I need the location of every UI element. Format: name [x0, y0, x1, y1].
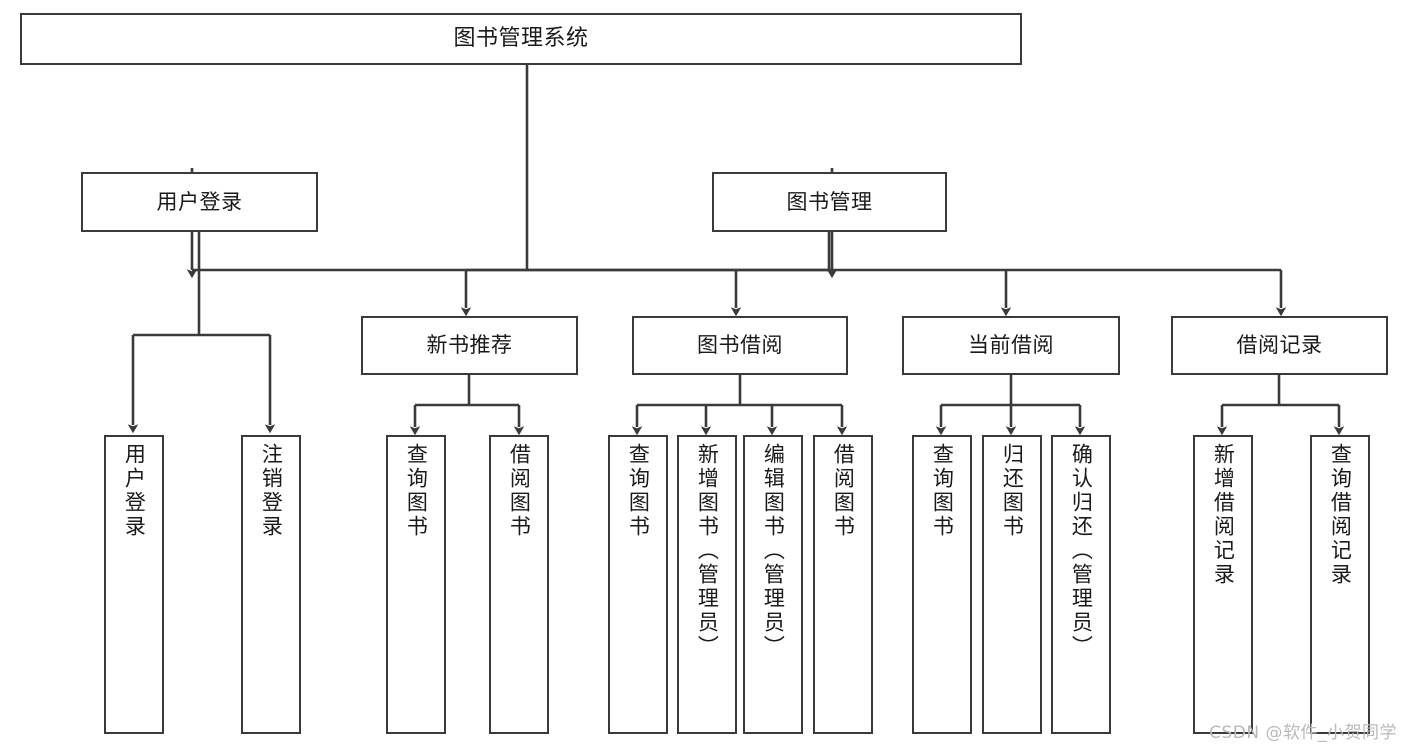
node-label: 确认归还（管理员） [1069, 443, 1094, 659]
leaf-user-login-logout[interactable]: 注销登录 [241, 435, 301, 734]
node-label: 新增图书（管理员） [695, 443, 720, 659]
node-label: 编辑图书（管理员） [761, 443, 786, 659]
node-label: 新增借阅记录 [1211, 443, 1236, 587]
node-label: 当前借阅 [968, 333, 1054, 358]
leaf-borrow-record-add-record[interactable]: 新增借阅记录 [1193, 435, 1253, 734]
watermark: CSDN @软件_小贺同学 [1209, 723, 1397, 743]
node-label: 查询图书 [930, 443, 955, 539]
leaf-new-book-query-book[interactable]: 查询图书 [386, 435, 446, 734]
leaf-user-login-login[interactable]: 用户登录 [104, 435, 164, 734]
node-label: 图书管理 [786, 189, 873, 214]
node-book-borrow[interactable]: 图书借阅 [632, 316, 848, 375]
node-root-book-management-system[interactable]: 图书管理系统 [20, 13, 1022, 65]
node-label: 借阅记录 [1236, 333, 1323, 358]
node-label: 归还图书 [1000, 443, 1025, 539]
leaf-book-borrow-add-book-admin[interactable]: 新增图书（管理员） [677, 435, 737, 734]
node-label: 查询借阅记录 [1328, 443, 1353, 587]
node-label: 借阅图书 [831, 443, 856, 539]
leaf-book-borrow-borrow-book[interactable]: 借阅图书 [813, 435, 873, 734]
leaf-current-borrow-return-book[interactable]: 归还图书 [982, 435, 1042, 734]
node-current-borrow[interactable]: 当前借阅 [902, 316, 1120, 375]
node-new-book-recommend[interactable]: 新书推荐 [361, 316, 578, 375]
leaf-new-book-borrow-book[interactable]: 借阅图书 [489, 435, 549, 734]
node-label: 用户登录 [122, 443, 147, 539]
leaf-current-borrow-query-book[interactable]: 查询图书 [912, 435, 972, 734]
leaf-book-borrow-query-book[interactable]: 查询图书 [608, 435, 668, 734]
node-label: 新书推荐 [426, 333, 513, 358]
leaf-current-borrow-confirm-return-admin[interactable]: 确认归还（管理员） [1051, 435, 1111, 734]
node-label: 图书借阅 [697, 333, 783, 358]
node-label: 用户登录 [156, 189, 243, 214]
node-label: 注销登录 [259, 443, 284, 539]
node-borrow-record[interactable]: 借阅记录 [1171, 316, 1388, 375]
leaf-book-borrow-edit-book-admin[interactable]: 编辑图书（管理员） [743, 435, 803, 734]
node-label: 图书管理系统 [453, 26, 589, 52]
node-label: 查询图书 [626, 443, 651, 539]
node-label: 借阅图书 [507, 443, 532, 539]
node-label: 查询图书 [404, 443, 429, 539]
node-user-login[interactable]: 用户登录 [81, 172, 318, 232]
leaf-borrow-record-query-record[interactable]: 查询借阅记录 [1310, 435, 1370, 734]
node-book-management[interactable]: 图书管理 [712, 172, 947, 232]
